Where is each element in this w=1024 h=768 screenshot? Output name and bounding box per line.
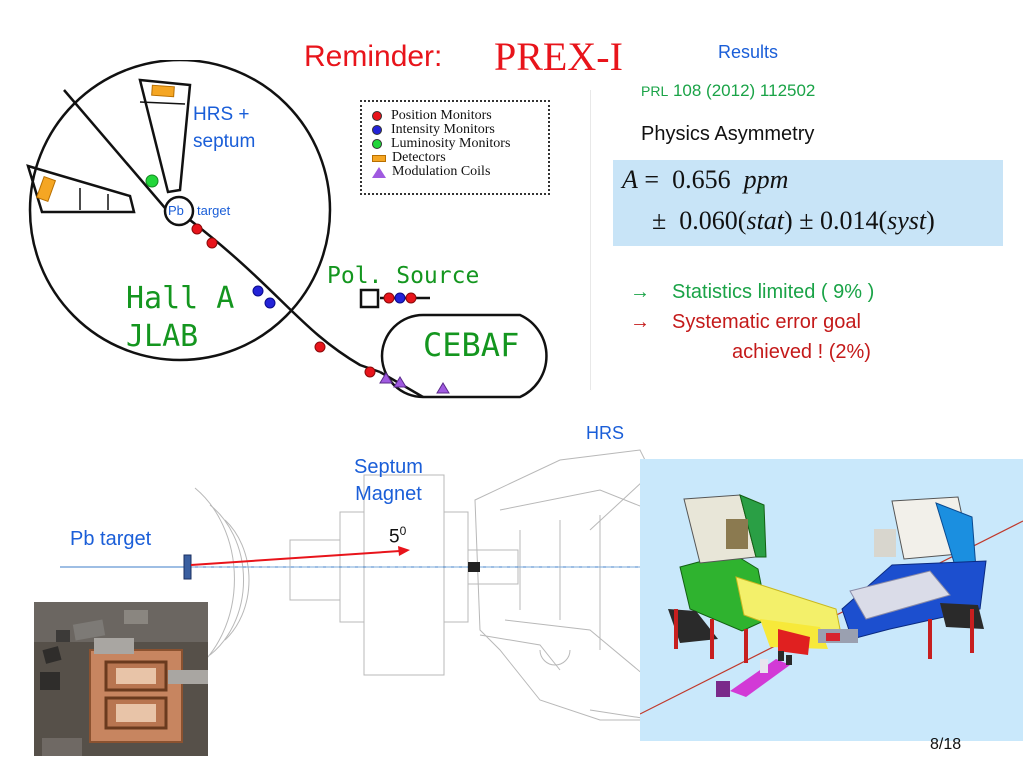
eq-stat-value: 0.060( (679, 206, 747, 235)
asymmetry-equation-line1: A = 0.656 ppm (622, 165, 788, 195)
hrs-spectrometer-upper (138, 78, 192, 194)
hrs-outline (499, 489, 651, 511)
note-statistics-limited: Statistics limited ( 9% ) (672, 281, 875, 303)
scattering-chamber-arc (224, 519, 250, 641)
cebaf-label: CEBAF (423, 326, 520, 364)
target-photo (34, 602, 208, 756)
hall-a-outline (28, 60, 332, 362)
position-monitor-icon (314, 341, 326, 353)
scattering-angle-label: 50 (389, 524, 407, 548)
hrs-outline (474, 449, 656, 721)
asymmetry-equation-line2: ± 0.060(stat) ± 0.014(syst) (652, 206, 935, 236)
position-monitor-icon (364, 366, 376, 378)
note-systematic-goal: Systematic error goal (672, 311, 861, 333)
detector-icon (372, 154, 386, 162)
prl-prefix: PRL (641, 83, 669, 99)
intensity-monitor-icon (372, 125, 382, 135)
pol-source-label: Pol. Source (327, 263, 480, 289)
position-monitor-icon (372, 111, 382, 121)
pol-source-box (359, 288, 380, 309)
modulation-coil-icon (379, 372, 393, 384)
position-monitor-icon (206, 237, 218, 249)
hrs-septum-label: HRS +septum (193, 104, 256, 152)
legend-item-intensity-monitors: Intensity Monitors (372, 123, 548, 137)
physics-asymmetry-label: Physics Asymmetry (641, 123, 815, 145)
target-ladder-photo-illustration (34, 602, 208, 756)
page-number: 8/18 (930, 736, 962, 753)
hall-a-diagram (26, 60, 548, 399)
hrs-outline (519, 515, 601, 650)
eq-value: 0.656 (672, 165, 731, 194)
position-monitor-icon (405, 292, 417, 304)
legend-item-modulation-coils: Modulation Coils (372, 165, 548, 179)
title-prex: PREX-I (494, 34, 623, 79)
scattering-chamber-arc (209, 504, 244, 656)
legend-item-luminosity-monitors: Luminosity Monitors (372, 137, 548, 151)
modulation-coil-icon (436, 382, 450, 394)
target-label: target (197, 203, 231, 218)
scattered-beam-arrow (190, 550, 401, 566)
arrow-icon: → (630, 281, 650, 303)
eq-pm: ± (652, 206, 667, 235)
eq-syst-label: syst (887, 206, 927, 235)
cebaf-track (380, 313, 548, 399)
intensity-monitor-icon (264, 297, 276, 309)
legend-item-detectors: Detectors (372, 151, 548, 165)
beamline (189, 219, 381, 374)
intensity-monitor-icon (252, 285, 264, 297)
eq-unit: ppm (743, 165, 789, 194)
pb-target-label: Pb target (70, 528, 152, 550)
eq-stat-label: stat (746, 206, 785, 235)
modulation-coil-icon (393, 376, 407, 388)
hrs-3d-render-illustration (640, 459, 1023, 741)
arrow-head-icon (398, 546, 410, 556)
note-systematic-achieved: achieved ! (2%) (732, 341, 871, 363)
asymmetry-equation-box (613, 160, 1003, 246)
intensity-monitor-icon (394, 292, 406, 304)
detector-icon (151, 84, 175, 98)
hrs-3d-render (640, 459, 1023, 741)
title-reminder: Reminder: (304, 40, 443, 73)
drawing-component (289, 539, 341, 601)
eq-equals: = (644, 165, 660, 194)
results-heading: Results (718, 42, 779, 62)
panel-divider (590, 90, 591, 390)
legend-item-position-monitors: Position Monitors (372, 109, 548, 123)
position-monitor-icon (383, 292, 395, 304)
modulation-coil-icon (372, 166, 386, 178)
hrs-label: HRS (586, 423, 625, 443)
drawing-component (468, 562, 480, 572)
position-monitor-icon (191, 223, 203, 235)
hrs-arm-line (63, 89, 166, 209)
luminosity-monitor-icon (145, 174, 159, 188)
hrs-outline (479, 634, 571, 671)
eq-close: ) (926, 206, 935, 235)
eq-symbol: A (622, 165, 638, 194)
hrs-outline (504, 619, 651, 681)
pb-label: Pb (168, 203, 184, 218)
prl-reference: 108 (2012) 112502 (672, 81, 816, 100)
septum-engineering-drawing (60, 449, 660, 721)
arrow-icon: → (630, 311, 650, 333)
legend-box: Position Monitors Intensity Monitors Lum… (360, 100, 550, 195)
luminosity-monitor-icon (372, 139, 382, 149)
pb-target-foil (183, 554, 192, 580)
eq-syst-value: ) ± 0.014( (784, 206, 888, 235)
hrs-inner-line (139, 101, 186, 105)
detector-icon (35, 175, 57, 203)
prl-citation: PRL 108 (2012) 112502 (641, 81, 815, 101)
pb-target-circle (163, 195, 195, 227)
